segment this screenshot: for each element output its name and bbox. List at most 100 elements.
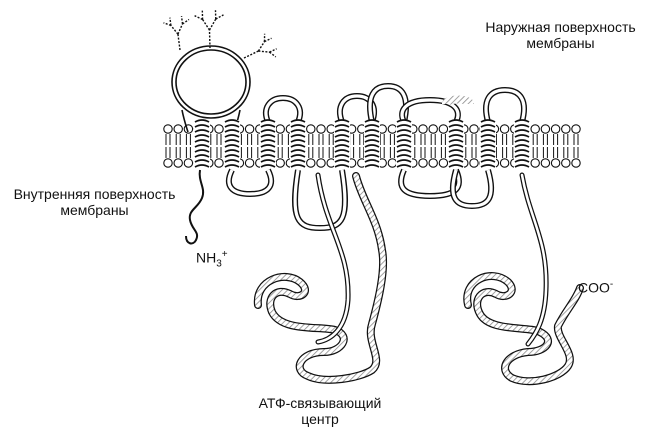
transmembrane-helices bbox=[194, 119, 530, 172]
helix-turn bbox=[448, 149, 464, 153]
glycan-branch bbox=[194, 15, 203, 21]
helix-turn bbox=[194, 134, 210, 138]
lipid-head bbox=[561, 124, 571, 134]
n-terminus-main: NH bbox=[196, 249, 217, 266]
lipid-head bbox=[163, 158, 173, 168]
helix-turn bbox=[364, 129, 380, 133]
n-terminus-superscript: + bbox=[221, 249, 228, 260]
helix-turn bbox=[194, 154, 210, 158]
intracellular-loops bbox=[225, 168, 495, 232]
glycan-branch bbox=[201, 19, 211, 31]
lipid-head bbox=[244, 158, 255, 168]
loop-hatch bbox=[442, 95, 474, 106]
glycan-branch bbox=[170, 24, 179, 35]
helix-turn bbox=[448, 119, 464, 123]
helix-turn bbox=[396, 119, 412, 123]
helix-turn bbox=[448, 124, 464, 128]
lipid-head bbox=[214, 158, 224, 168]
helix-turn bbox=[396, 164, 412, 168]
glycan-branch bbox=[177, 23, 184, 35]
helix-turn bbox=[334, 129, 350, 133]
helix-backdrop bbox=[480, 120, 496, 172]
lipid-head bbox=[173, 124, 183, 134]
helix-backdrop bbox=[290, 120, 306, 172]
lipid-head bbox=[173, 158, 183, 168]
glycosylated-loop bbox=[171, 45, 251, 133]
helix-turn bbox=[290, 139, 306, 143]
glycan-branch bbox=[208, 29, 211, 49]
helix-turn bbox=[396, 149, 412, 153]
helix-turn bbox=[364, 164, 380, 168]
lipid-head bbox=[387, 158, 398, 168]
lipid-head bbox=[499, 158, 510, 168]
glycan-branch bbox=[269, 48, 277, 53]
helix-turn bbox=[194, 144, 210, 148]
lipid-head bbox=[530, 158, 540, 168]
helix-turn bbox=[396, 129, 412, 133]
helix-turn bbox=[290, 159, 306, 163]
helix-turn bbox=[448, 134, 464, 138]
lipid-head bbox=[438, 158, 449, 168]
helix-turn bbox=[224, 129, 240, 133]
helix-turn bbox=[334, 134, 350, 138]
extracellular-loops bbox=[262, 82, 527, 124]
helix-turn bbox=[364, 124, 380, 128]
helix-turn bbox=[260, 124, 276, 128]
loop-fill bbox=[451, 169, 493, 208]
lipid-head bbox=[316, 124, 326, 134]
glycan-branch bbox=[169, 17, 172, 26]
glycan-chains bbox=[163, 10, 277, 59]
lipid-head bbox=[306, 158, 316, 168]
loop-fill bbox=[293, 169, 347, 230]
helix-turn bbox=[194, 139, 210, 143]
helix-turn bbox=[480, 164, 496, 168]
helix-turn bbox=[194, 129, 210, 133]
helix-turn bbox=[224, 139, 240, 143]
helix-turn bbox=[290, 134, 306, 138]
helix-turn bbox=[334, 154, 350, 158]
glycan-branch bbox=[180, 16, 184, 25]
helix-backdrop bbox=[514, 120, 530, 172]
lipid-head bbox=[275, 158, 285, 168]
glycan-branch bbox=[182, 18, 190, 25]
helix-turn bbox=[260, 159, 276, 163]
lipid-head bbox=[163, 124, 173, 134]
c-terminus-main: COO bbox=[578, 279, 610, 296]
helix-turn bbox=[448, 164, 464, 168]
loop-fill bbox=[399, 169, 461, 198]
helix-turn bbox=[194, 159, 210, 163]
loop-fill bbox=[264, 96, 302, 123]
inner-surface-label: Внутренняя поверхность мембраны bbox=[13, 186, 176, 218]
helix-turn bbox=[224, 149, 240, 153]
helix-turn bbox=[514, 149, 530, 153]
helix-turn bbox=[396, 139, 412, 143]
helix-turn bbox=[290, 144, 306, 148]
helix-backdrop bbox=[260, 120, 276, 172]
helix-turn bbox=[514, 164, 530, 168]
helix-turn bbox=[260, 154, 276, 158]
helix-turn bbox=[290, 124, 306, 128]
helix-turn bbox=[514, 139, 530, 143]
lipid-head bbox=[275, 124, 285, 134]
lipid-head bbox=[418, 124, 428, 134]
helix-turn bbox=[194, 164, 210, 168]
glycan-branch bbox=[264, 37, 272, 43]
helix-backdrop bbox=[364, 120, 380, 172]
helix-turn bbox=[364, 119, 380, 123]
helix-turn bbox=[396, 144, 412, 148]
glycan-branch bbox=[177, 34, 181, 51]
glycan-branch bbox=[243, 50, 259, 59]
helix-turn bbox=[260, 129, 276, 133]
helix-turn bbox=[290, 119, 306, 123]
c-terminus-superscript: - bbox=[609, 279, 614, 290]
helix-turn bbox=[260, 119, 276, 123]
helix-backdrop bbox=[396, 120, 412, 172]
helix-turn bbox=[224, 119, 240, 123]
glycan-branch bbox=[208, 18, 217, 31]
lipid-head bbox=[540, 158, 551, 168]
helix-backdrop bbox=[194, 120, 210, 172]
helix-turn bbox=[224, 124, 240, 128]
helix-turn bbox=[364, 154, 380, 158]
lipid-head bbox=[469, 158, 479, 168]
